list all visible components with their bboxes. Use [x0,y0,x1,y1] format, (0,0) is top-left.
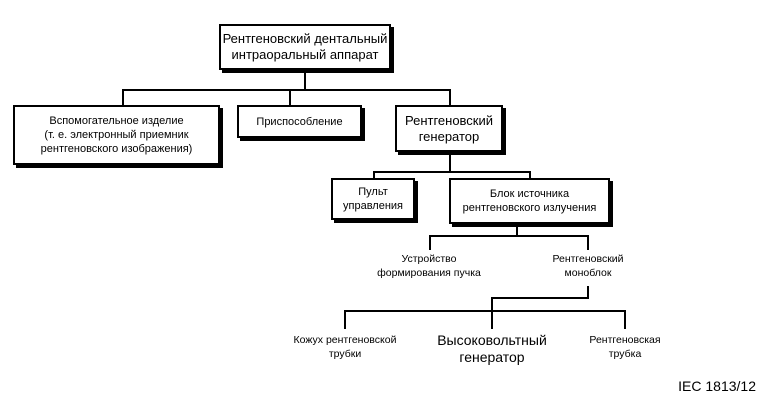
connector-level4-mid [491,297,589,299]
connector-to-xray-tube [624,310,626,329]
hv-generator-label: Высоковольтный генератор [424,331,560,367]
connector-to-control-panel [373,171,375,178]
generator-line-1: Рентгеновский [404,112,494,128]
generator-box: Рентгеновский генератор [395,105,503,152]
connector-level4-drop [491,297,493,311]
root-line-2: интраоральный аппарат [231,47,379,62]
auxiliary-line-1: Вспомогательное изделие [49,115,184,127]
connector-root-down [304,70,306,90]
xray-tube-line-2: трубка [608,348,642,360]
figure-caption: IEC 1813/12 [678,378,756,394]
beam-device-line-2: формирования пучка [377,267,481,279]
connector-to-generator [449,89,451,105]
monoblock-line-1: Рентгеновский [552,253,624,265]
auxiliary-box: Вспомогательное изделие (т. е. электронн… [13,105,220,165]
connector-to-beam-device [429,235,431,250]
source-block-line-2: рентгеновского излучения [462,202,597,214]
connector-generator-down [449,152,451,172]
control-panel-line-2: управления [343,200,403,212]
hv-generator-line-1: Высоковольтный [437,332,547,348]
generator-line-2: генератор [418,128,480,144]
connector-to-accessory [289,89,291,105]
control-panel-line-1: Пульт [358,186,388,198]
auxiliary-line-2: (т. е. электронный приемник [44,129,189,141]
connector-to-source-block [529,171,531,178]
root-box: Рентгеновский дентальный интраоральный а… [219,24,391,70]
monoblock-label: Рентгеновский моноблок [530,250,646,282]
source-block-line-1: Блок источника [489,188,570,200]
connector-source-down [516,224,518,236]
connector-level4-bus [344,310,626,312]
hv-generator-line-2: генератор [459,349,525,365]
auxiliary-line-3: рентгеновского изображения) [40,143,193,155]
beam-device-label: Устройство формирования пучка [360,250,498,282]
accessory-box: Приспособление [237,105,362,138]
xray-tube-label: Рентгеновская трубка [566,331,684,363]
control-panel-box: Пульт управления [331,178,415,220]
connector-level3-bus [429,235,589,237]
monoblock-line-2: моноблок [564,267,612,279]
tube-housing-line-2: трубки [328,348,362,360]
beam-device-line-1: Устройство [401,253,457,265]
tube-housing-label: Кожух рентгеновской трубки [279,331,411,363]
accessory-line-1: Приспособление [256,115,343,128]
connector-to-monoblock [587,235,589,250]
xray-tube-line-1: Рентгеновская [589,334,661,346]
connector-to-auxiliary [122,89,124,105]
source-block-box: Блок источника рентгеновского излучения [449,178,610,224]
connector-to-tube-housing [344,310,346,329]
connector-monoblock-down [587,286,589,299]
connector-to-hv-generator [491,310,493,329]
connector-level1-bus [122,89,451,91]
connector-level2-bus [373,171,531,173]
root-line-1: Рентгеновский дентальный [222,31,388,46]
tube-housing-line-1: Кожух рентгеновской [293,334,397,346]
